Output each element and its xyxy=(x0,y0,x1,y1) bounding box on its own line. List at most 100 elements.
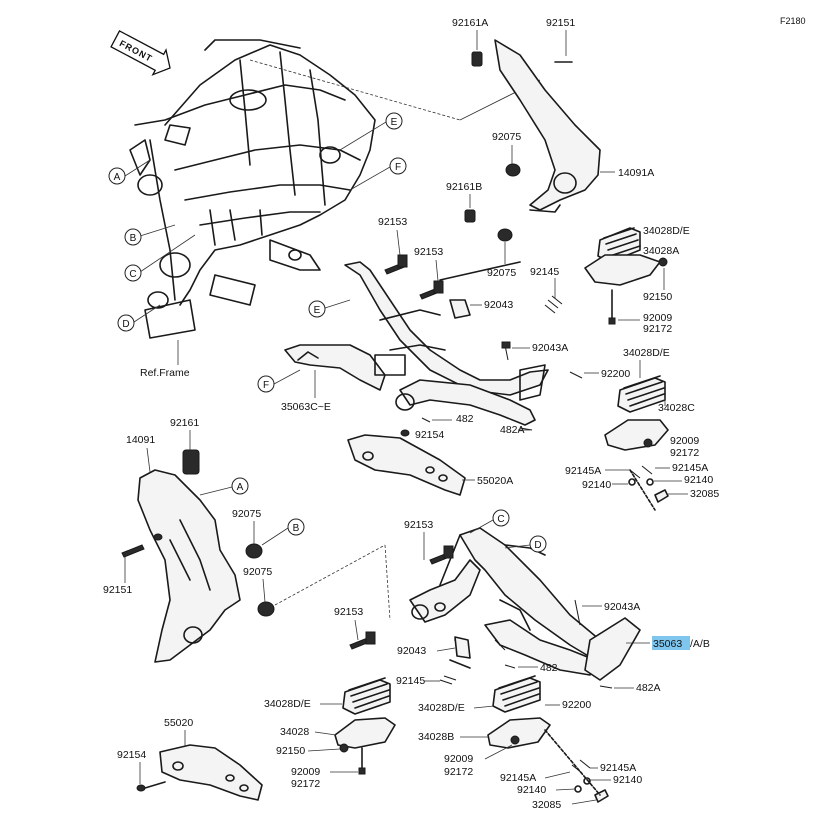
bracket-35063CE xyxy=(284,261,549,426)
ref-frame-label: Ref.Frame xyxy=(140,367,190,379)
callout-b-2 xyxy=(287,518,305,536)
svg-text:A: A xyxy=(237,482,244,493)
part-number-label: 92153 xyxy=(378,216,407,228)
svg-text:C: C xyxy=(497,514,504,525)
part-number-label: 92140 xyxy=(582,479,611,491)
part-number-label: 34028D/E xyxy=(418,702,465,714)
part-number-label: 92200 xyxy=(562,699,591,711)
footpeg-34028DE-upper xyxy=(584,227,668,325)
part-number-label: /A/B xyxy=(690,638,710,650)
part-number-label: 34028B xyxy=(418,731,454,743)
callout-c xyxy=(124,264,142,282)
heel-guard-55020 xyxy=(136,744,263,801)
svg-text:B: B xyxy=(293,523,300,534)
part-number-label: 92153 xyxy=(414,246,443,258)
frame-reference: Ref.Frame xyxy=(129,39,376,379)
part-number-label: 482 xyxy=(456,413,474,425)
part-number-label: 92151 xyxy=(546,17,575,29)
part-35063-label[interactable]: 35063 xyxy=(653,638,682,650)
callout-d-2 xyxy=(529,535,547,553)
footpeg-34028 xyxy=(334,677,396,775)
footpeg-34028B xyxy=(487,675,609,803)
part-number-label: 92145 xyxy=(396,675,425,687)
cover-14091 xyxy=(121,449,275,663)
svg-text:E: E xyxy=(314,305,321,316)
callout-b xyxy=(124,228,142,246)
svg-text:D: D xyxy=(122,319,129,330)
part-number-label: 92153 xyxy=(404,519,433,531)
part-number-label: 92145 xyxy=(530,266,559,278)
part-number-label: 92161 xyxy=(170,417,199,429)
part-number-label: 92043A xyxy=(532,342,568,354)
part-number-label: 482 xyxy=(540,662,558,674)
part-number-label: 92075 xyxy=(243,566,272,578)
part-number-label: 92075 xyxy=(492,131,521,143)
part-number-label: 34028D/E xyxy=(623,347,670,359)
callout-c-2 xyxy=(492,509,510,527)
part-number-label: 92043A xyxy=(604,601,640,613)
part-number-label: 34028D/E xyxy=(264,698,311,710)
part-number-label: 92150 xyxy=(643,291,672,303)
part-number-label: 92140 xyxy=(684,474,713,486)
cover-14091A xyxy=(464,39,601,242)
part-number-label: 92161A xyxy=(452,17,488,29)
svg-text:F: F xyxy=(395,162,401,173)
part-number-label: 92145A xyxy=(672,462,708,474)
part-number-label: 32085 xyxy=(690,488,719,500)
part-number-label: 92172 xyxy=(643,323,672,335)
part-number-label: 92140 xyxy=(613,774,642,786)
part-number-label: 14091A xyxy=(618,167,654,179)
part-number-label: 92043 xyxy=(397,645,426,657)
part-number-label: 92154 xyxy=(117,749,146,761)
part-number-label: 92145A xyxy=(600,762,636,774)
part-number-label: 92150 xyxy=(276,745,305,757)
figure-code: F2180 xyxy=(780,16,806,26)
svg-text:F: F xyxy=(263,380,269,391)
part-number-label: 92009 xyxy=(643,312,672,324)
part-number-label: 34028A xyxy=(643,245,679,257)
part-number-label: 92009 xyxy=(670,435,699,447)
part-number-label: 92153 xyxy=(334,606,363,618)
callout-a-2 xyxy=(231,477,249,495)
part-number-label: 55020 xyxy=(164,717,193,729)
part-number-label: 92154 xyxy=(415,429,444,441)
part-number-label: 92075 xyxy=(232,508,261,520)
callout-e-2 xyxy=(308,300,326,318)
part-number-label: 34028 xyxy=(280,726,309,738)
highlight-35063 xyxy=(652,636,690,650)
svg-text:E: E xyxy=(391,117,398,128)
part-number-label: 92009 xyxy=(444,753,473,765)
part-number-label: 32085 xyxy=(532,799,561,811)
heel-guard-55020A xyxy=(347,434,466,496)
callout-a xyxy=(108,167,126,185)
part-number-label: 92151 xyxy=(103,584,132,596)
part-number-label: 92172 xyxy=(291,778,320,790)
svg-text:A: A xyxy=(114,172,121,183)
front-arrow: FRONT xyxy=(110,30,171,76)
part-number-label: 92145A xyxy=(565,465,601,477)
part-number-label: 92075 xyxy=(487,267,516,279)
bolts-top xyxy=(384,254,583,437)
part-number-label: 55020A xyxy=(477,475,513,487)
bracket-35063 xyxy=(409,527,641,681)
footpeg-34028C xyxy=(604,375,669,511)
callout-e xyxy=(385,112,403,130)
part-number-label: 34028C xyxy=(658,402,695,414)
part-number-label: 92172 xyxy=(670,447,699,459)
part-number-label: 482A xyxy=(636,682,661,694)
part-number-label: 35063C~E xyxy=(281,401,331,413)
svg-text:D: D xyxy=(534,540,541,551)
part-number-label: 92161B xyxy=(446,181,482,193)
part-number-label: 92043 xyxy=(484,299,513,311)
part-number-label: 92200 xyxy=(601,368,630,380)
svg-text:C: C xyxy=(129,269,136,280)
part-number-label: 92172 xyxy=(444,766,473,778)
callout-f-2 xyxy=(257,375,275,393)
svg-text:B: B xyxy=(130,233,137,244)
callout-f xyxy=(389,157,407,175)
part-number-label: 482A xyxy=(500,424,525,436)
bolts-bottom xyxy=(349,545,613,689)
callout-d xyxy=(117,314,135,332)
part-number-label: 92009 xyxy=(291,766,320,778)
